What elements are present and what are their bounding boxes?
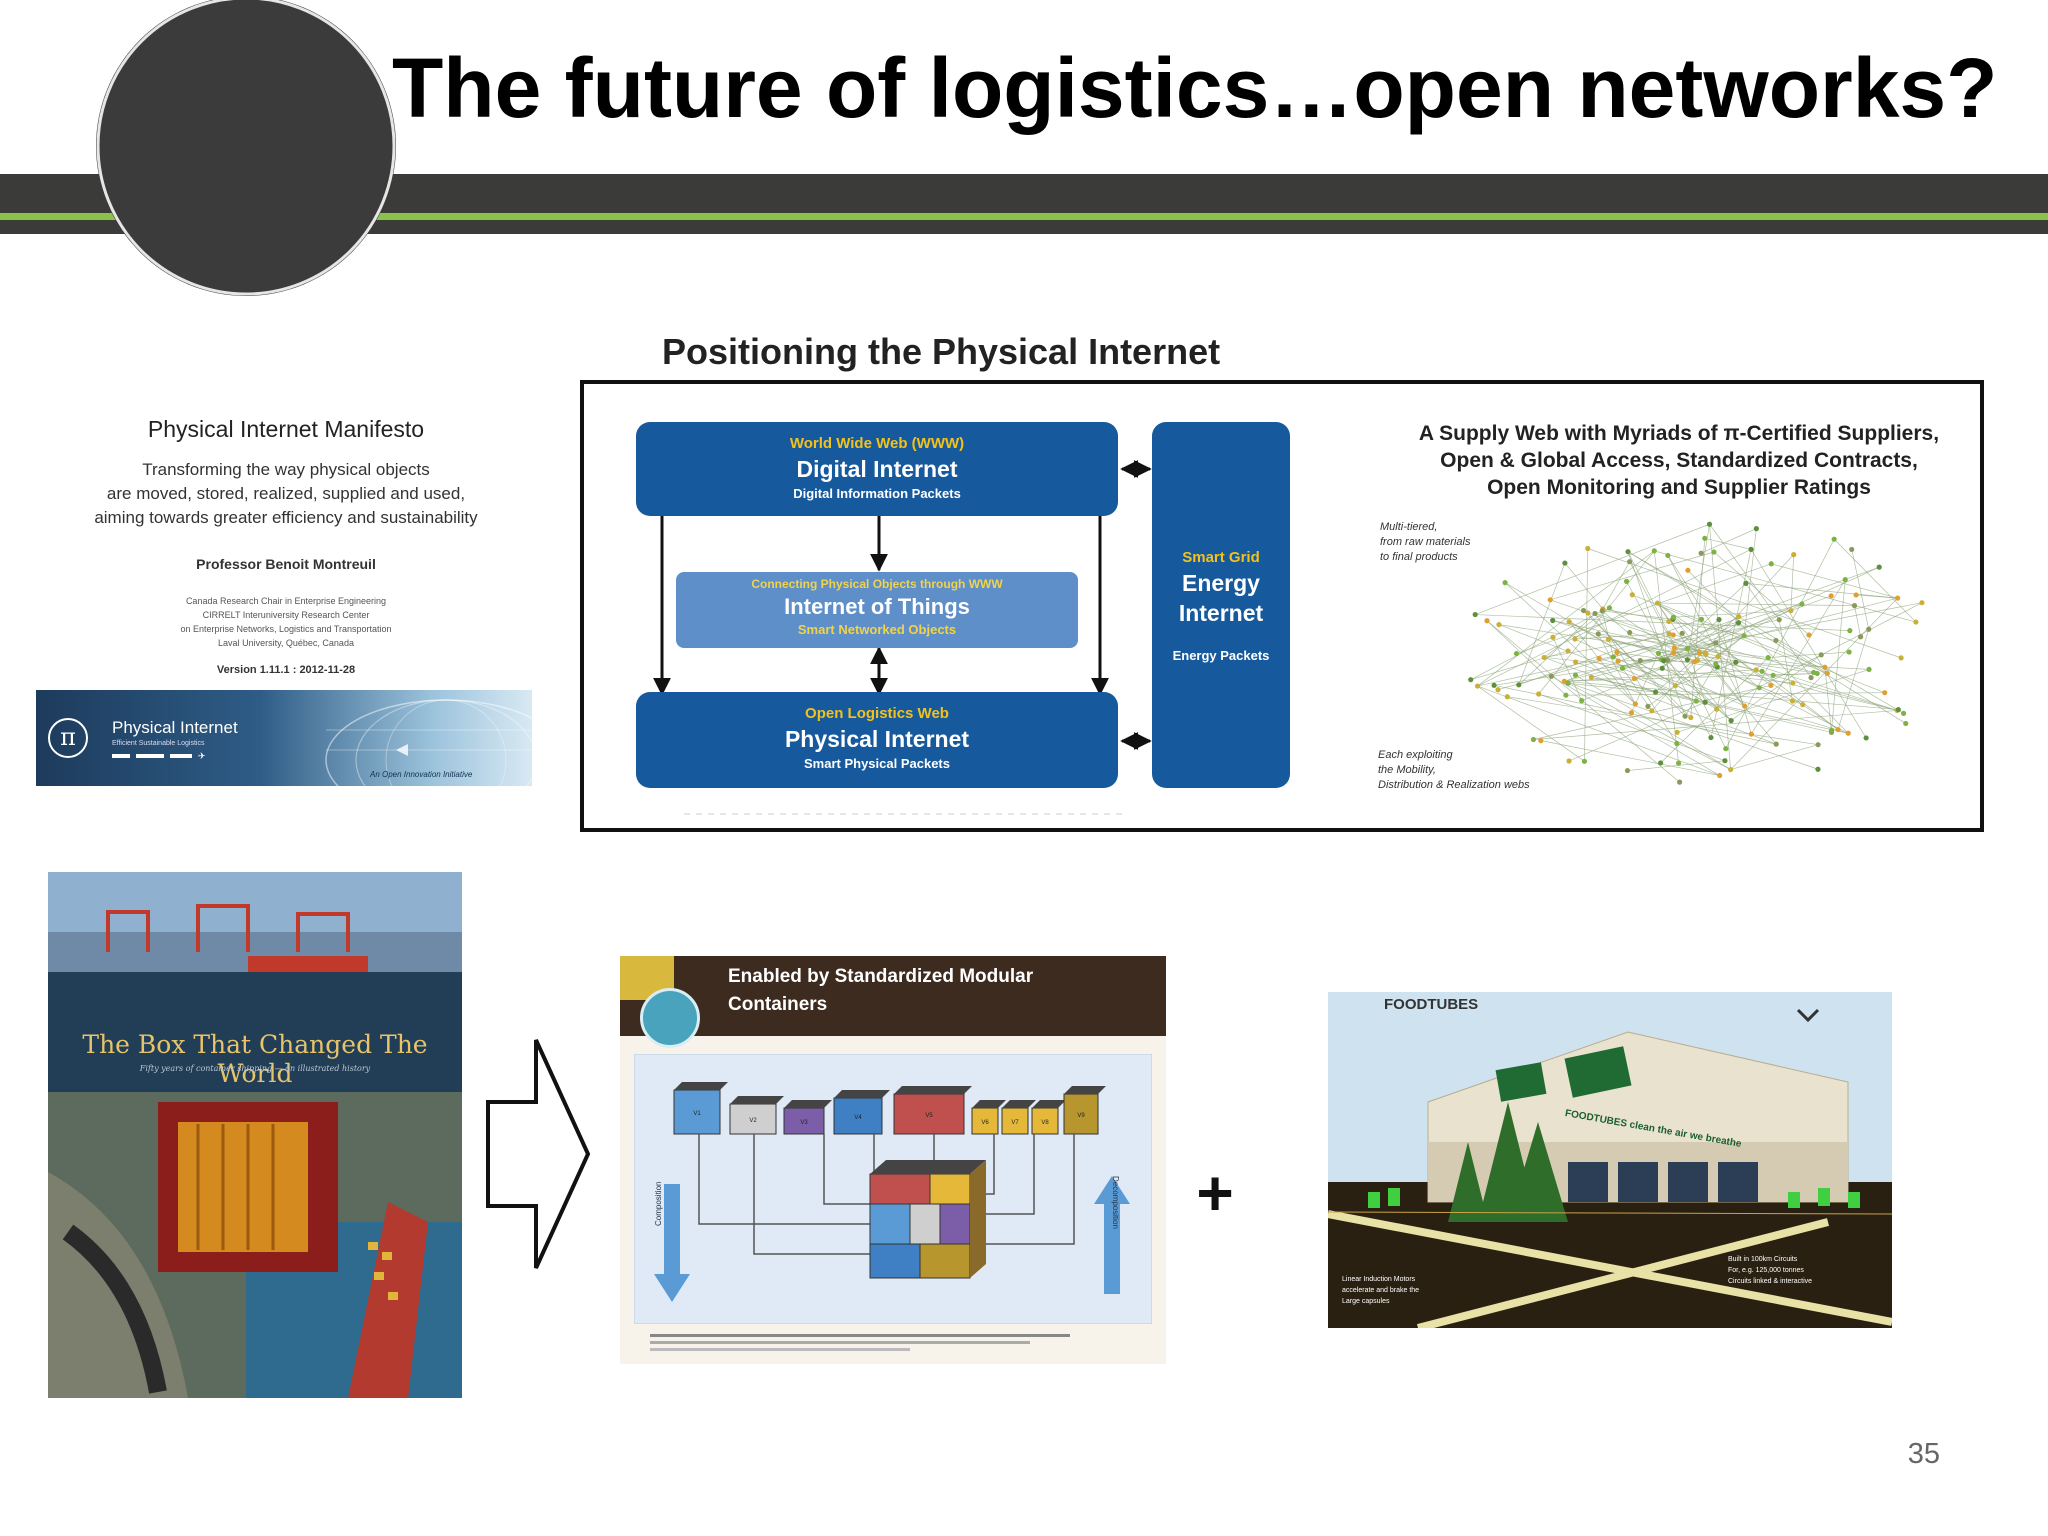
note-line: to final products xyxy=(1380,551,1458,563)
www-main-label: Digital Internet xyxy=(796,456,958,482)
manifesto-version: Version 1.11.1 : 2012-11-28 xyxy=(216,664,356,676)
supply-web-title: A Supply Web with Myriads of π-Certified… xyxy=(1374,420,1984,501)
banner-transport-icons: ✈ xyxy=(112,752,232,761)
citation-lines xyxy=(650,1334,1090,1351)
olw-main-label: Physical Internet xyxy=(784,726,970,752)
supply-web-title-line: Open & Global Access, Standardized Contr… xyxy=(1440,449,1918,472)
header-bands xyxy=(0,0,2048,296)
container-box-label: V5 xyxy=(925,1113,933,1119)
caption-line: Circuits linked & interactive xyxy=(1728,1278,1813,1285)
iot-bottom-label: Smart Networked Objects xyxy=(797,622,957,637)
supply-web-title-line: Open Monitoring and Supplier Ratings xyxy=(1487,476,1871,499)
manifesto-subtitle-line: are moved, stored, realized, supplied an… xyxy=(106,484,466,503)
containers-title-line1: Enabled by Standardized Modular xyxy=(728,966,1034,987)
modular-containers-figure: Enabled by Standardized Modular Containe… xyxy=(620,956,1166,1364)
affiliation-line: on Enterprise Networks, Logistics and Tr… xyxy=(180,624,392,634)
physical-internet-banner: π Physical Internet Efficient Sustainabl… xyxy=(36,690,532,786)
note-line: from raw materials xyxy=(1380,536,1471,548)
note-line: the Mobility, xyxy=(1378,764,1436,776)
energy-internet-box: Smart Grid Energy Internet Energy Packet… xyxy=(1152,422,1290,788)
supply-web-network xyxy=(1468,521,1925,785)
caption-line: Large capsules xyxy=(1342,1298,1390,1305)
page-number: 35 xyxy=(1907,1438,1940,1470)
grid-bottom-label: Energy Packets xyxy=(1172,648,1270,663)
foodtubes-caption-right: Built in 100km Circuits For, e.g. 125,00… xyxy=(1728,1254,1812,1287)
supply-web-title-line: A Supply Web with Myriads of π-Certified… xyxy=(1418,422,1940,445)
grid-top-label: Smart Grid xyxy=(1182,549,1260,566)
speech-bubble-icon xyxy=(640,988,700,1048)
affiliation-line: Canada Research Chair in Enterprise Engi… xyxy=(185,596,387,606)
iot-main-label: Internet of Things xyxy=(784,594,970,619)
manifesto-cover: Physical Internet Manifesto Transforming… xyxy=(36,410,536,788)
manifesto-subtitle-line: Transforming the way physical objects xyxy=(142,460,430,479)
slide-title: The future of logistics…open networks? xyxy=(392,41,1998,135)
caption-line: For, e.g. 125,000 tonnes xyxy=(1728,1267,1804,1274)
supply-web-note-bottom: Each exploiting the Mobility, Distributi… xyxy=(1378,748,1530,793)
note-line: Each exploiting xyxy=(1378,749,1453,761)
container-box-label: V9 xyxy=(1077,1113,1085,1119)
foodtubes-image: FOODTUBES FOODTUBES clean the air we bre… xyxy=(1328,992,1892,1328)
manifesto-affiliation: Canada Research Chair in Enterprise Engi… xyxy=(36,594,536,650)
olw-box: Open Logistics Web Physical Internet Sma… xyxy=(636,692,1118,788)
olw-top-label: Open Logistics Web xyxy=(805,705,949,722)
container-box-label: V1 xyxy=(693,1111,701,1117)
decomposition-label: Decomposition xyxy=(1111,1176,1120,1229)
note-line: Multi-tiered, xyxy=(1380,521,1438,533)
www-top-label: World Wide Web (WWW) xyxy=(789,435,965,452)
container-box-label: V6 xyxy=(981,1120,989,1126)
caption-line: accelerate and brake the xyxy=(1342,1287,1420,1294)
www-bottom-label: Digital Information Packets xyxy=(793,486,961,501)
www-box: World Wide Web (WWW) Digital Internet Di… xyxy=(636,422,1118,516)
caption-line: Linear Induction Motors xyxy=(1342,1276,1416,1283)
pi-heading: Positioning the Physical Internet xyxy=(662,331,1221,372)
banner-tagline: Efficient Sustainable Logistics xyxy=(112,740,205,747)
caption-line: Built in 100km Circuits xyxy=(1728,1256,1798,1263)
book-subtitle: Fifty years of container shipping — an i… xyxy=(139,1064,371,1073)
book-title: The Box That Changed The World xyxy=(82,1030,428,1088)
olw-bottom-label: Smart Physical Packets xyxy=(804,756,950,771)
iot-top-label: Connecting Physical Objects through WWW xyxy=(751,577,1003,591)
composition-label: Composition xyxy=(654,1181,663,1226)
right-arrow-icon xyxy=(486,1039,591,1269)
container-box-label: V7 xyxy=(1011,1120,1019,1126)
manifesto-author: Professor Benoit Montreuil xyxy=(196,556,376,572)
foodtubes-caption-left: Linear Induction Motors accelerate and b… xyxy=(1342,1274,1419,1307)
foodtubes-brand: FOODTUBES xyxy=(1384,996,1479,1013)
manifesto-subtitle-line: aiming towards greater efficiency and su… xyxy=(94,508,478,527)
container-box-label: V2 xyxy=(749,1118,757,1124)
container-box-label: V8 xyxy=(1041,1120,1049,1126)
containers-title-line2: Containers xyxy=(728,994,828,1015)
plus-sign: + xyxy=(1196,1157,1234,1229)
note-line: Distribution & Realization webs xyxy=(1378,779,1530,791)
grid-main-line1: Energy xyxy=(1182,570,1260,596)
containers-header: Enabled by Standardized Modular Containe… xyxy=(620,956,1166,1048)
banner-initiative: An Open Innovation Initiative xyxy=(370,770,473,779)
book-cover-box-that-changed-the-world: The Box That Changed The World Fifty yea… xyxy=(48,872,462,1398)
supply-web-note-top: Multi-tiered, from raw materials to fina… xyxy=(1380,520,1470,565)
container-box-label: V4 xyxy=(854,1115,862,1121)
pi-connectors xyxy=(653,460,1152,815)
iot-box: Connecting Physical Objects through WWW … xyxy=(676,572,1078,648)
manifesto-subtitle: Transforming the way physical objects ar… xyxy=(36,458,536,530)
container-box-label: V3 xyxy=(800,1120,808,1126)
affiliation-line: Laval University, Québec, Canada xyxy=(218,638,354,648)
manifesto-title: Physical Internet Manifesto xyxy=(147,416,425,442)
banner-brand: Physical Internet xyxy=(112,718,238,737)
affiliation-line: CIRRELT Interuniversity Research Center xyxy=(202,610,370,620)
grid-main-line2: Internet xyxy=(1178,600,1264,626)
pi-diagram-frame: World Wide Web (WWW) Digital Internet Di… xyxy=(580,380,1984,832)
pi-logo-icon: π xyxy=(48,718,88,758)
